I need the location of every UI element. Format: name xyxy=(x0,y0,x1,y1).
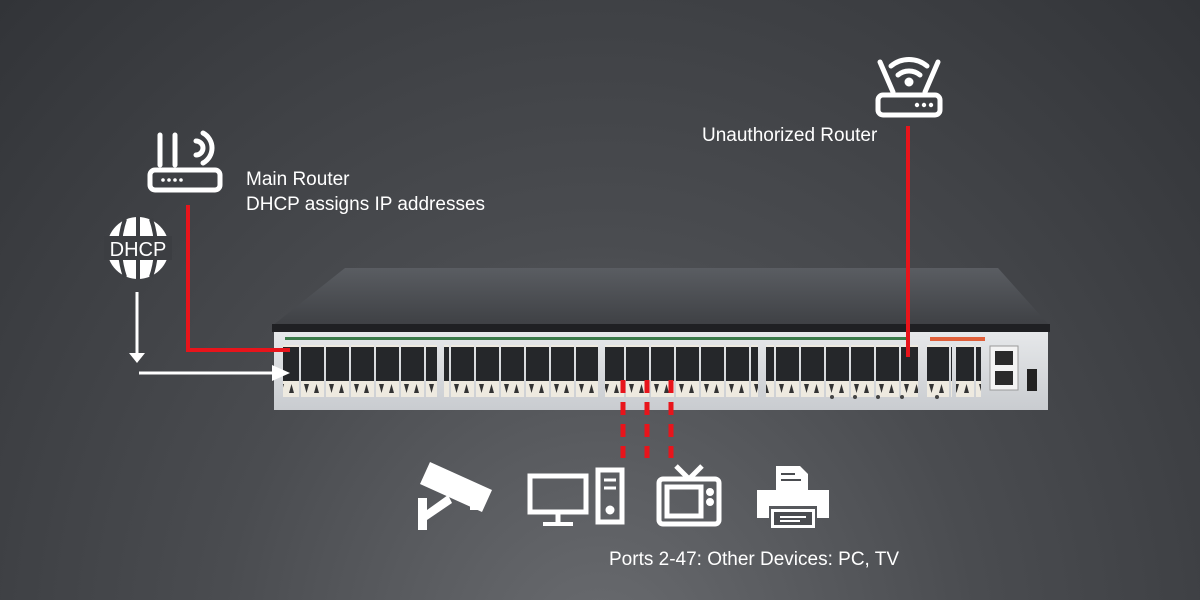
unauthorized-router-label: Unauthorized Router xyxy=(702,125,878,146)
wifi-router-icon xyxy=(147,130,223,193)
usb-port xyxy=(1027,369,1037,391)
devices-caption: Ports 2-47: Other Devices: PC, TV xyxy=(609,549,899,570)
port-group-3 xyxy=(605,345,758,397)
device-links xyxy=(620,380,674,458)
dhcp-flow-arrow xyxy=(135,292,275,375)
network-switch xyxy=(272,268,1050,410)
arrow-head-right xyxy=(272,365,290,381)
rj45-ports xyxy=(989,345,1019,391)
port-group-1 xyxy=(283,345,437,397)
port-group-2 xyxy=(444,345,598,397)
status-leds xyxy=(830,395,939,399)
main-router-link xyxy=(186,205,290,352)
tv-icon xyxy=(656,464,722,527)
main-router-title: Main Router xyxy=(246,169,350,190)
sfp-plus-ports xyxy=(927,345,981,397)
router-icon xyxy=(875,57,943,118)
main-router-subtitle: DHCP assigns IP addresses xyxy=(246,194,485,215)
security-camera-icon xyxy=(418,462,492,530)
arrow-head-down xyxy=(129,353,145,363)
printer-icon xyxy=(757,466,829,528)
globe-icon: DHCP xyxy=(104,217,172,279)
desktop-pc-icon xyxy=(527,467,625,526)
port-group-4 xyxy=(766,345,918,397)
dhcp-label: DHCP xyxy=(110,239,167,261)
